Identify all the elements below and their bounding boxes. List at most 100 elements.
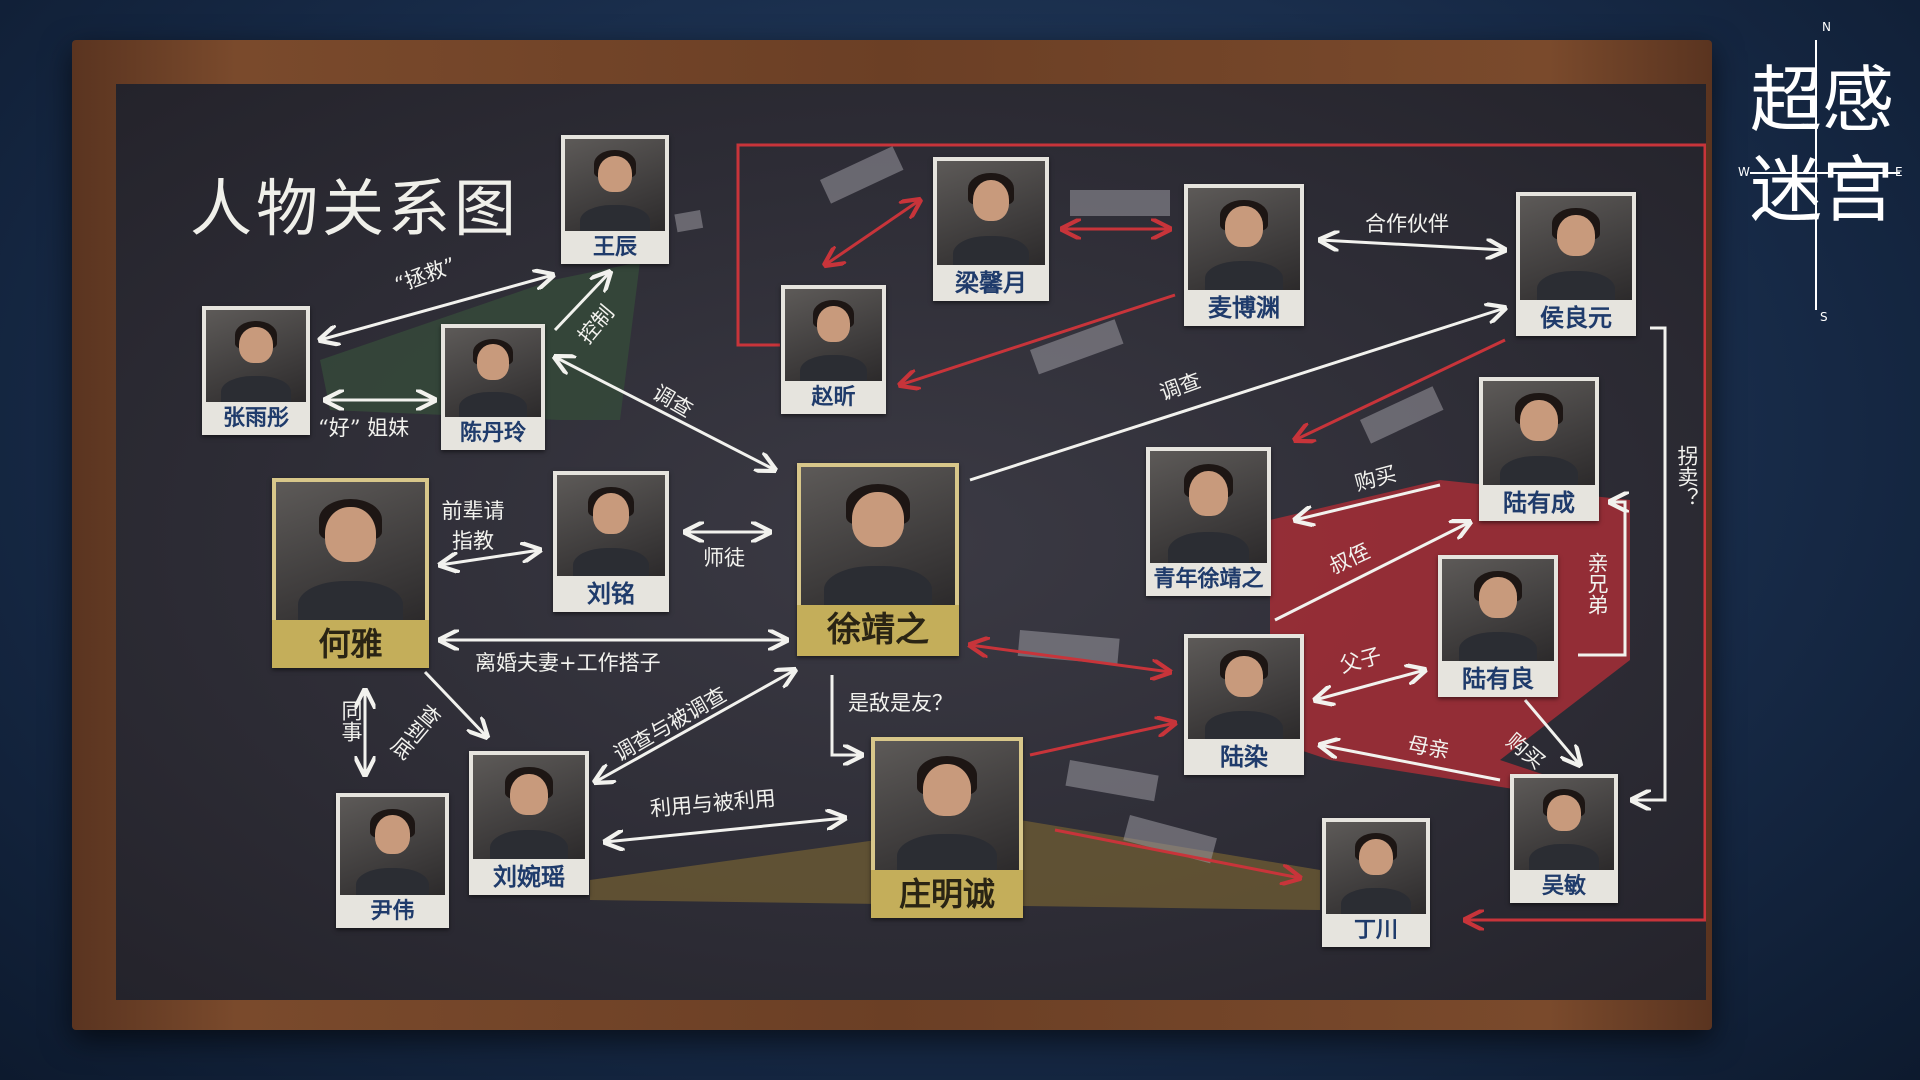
character-card[interactable]: 何雅 [272,478,429,668]
character-card[interactable]: 陆染 [1184,634,1304,775]
character-photo [206,310,306,402]
character-photo [557,475,665,576]
character-name: 张雨彤 [222,405,289,431]
page-title: 人物关系图 [190,172,521,245]
compass-w: W [1738,165,1750,179]
relation-label: “好” 姐妹 [318,416,410,440]
relation-label: 师徒 [703,546,745,570]
compass-line-horizontal [1750,172,1900,174]
relation-arrow [553,272,610,332]
character-card[interactable]: 庄明诚 [871,737,1023,918]
character-photo [937,161,1045,265]
relation-label: 离婚夫妻+工作搭子 [475,651,661,675]
character-card[interactable]: 侯良元 [1516,192,1636,336]
relation-arrow [1578,502,1625,657]
character-card[interactable]: 刘婉瑶 [469,751,589,895]
character-name: 何雅 [272,620,429,668]
compass-n: N [1822,20,1831,34]
relation-label: 同事 [339,700,363,742]
red-relation-line [1295,338,1506,440]
logo-char: 宫 [1822,148,1895,232]
relation-arrow [423,670,487,737]
show-logo: 超 感 迷 宫 N W E S [1738,20,1903,324]
red-relation-line [1054,828,1300,878]
relation-label: 合作伙伴 [1365,212,1449,236]
relation-arrow [555,357,775,470]
character-photo [445,328,541,417]
chalk-smudge [1065,760,1159,802]
relation-arrow [1320,240,1505,250]
relation-arrow [320,275,553,340]
chalk-smudge [820,146,904,204]
character-photo [1514,778,1614,870]
character-card[interactable]: 陈丹玲 [441,324,545,450]
character-name: 青年徐靖之 [1153,566,1264,592]
character-card[interactable]: 刘铭 [553,471,669,612]
character-name: 陈丹玲 [459,420,526,446]
character-card[interactable]: 梁馨月 [933,157,1049,301]
character-name: 王辰 [592,234,637,260]
character-photo [340,797,445,895]
character-name: 陆有良 [1462,664,1534,693]
character-card[interactable]: 徐靖之 [797,463,959,656]
character-card[interactable]: 王辰 [561,135,669,264]
chalk-smudge [1123,815,1217,864]
chalk-smudge [1030,319,1124,375]
character-photo [785,289,882,381]
character-name: 麦博渊 [1208,293,1280,322]
character-name: 侯良元 [1540,303,1612,332]
character-photo [565,139,665,231]
logo-char: 超 [1750,58,1823,142]
character-photo [1326,822,1426,914]
character-photo [875,741,1019,870]
relation-arrow [1295,483,1441,520]
character-name: 徐靖之 [797,605,959,656]
compass-e: E [1895,165,1903,179]
character-card[interactable]: 尹伟 [336,793,449,928]
chalk-smudge [1360,386,1444,444]
red-relation-line [970,645,1170,672]
character-name: 吴敏 [1541,873,1586,899]
character-card[interactable]: 陆有良 [1438,555,1558,697]
character-name: 梁馨月 [955,268,1027,297]
character-photo [473,755,585,859]
character-name: 尹伟 [370,898,415,924]
character-photo [801,467,955,605]
logo-char: 感 [1822,58,1895,142]
relation-arrow [1320,745,1501,782]
relation-arrow [1315,670,1425,700]
chalk-smudge [674,210,704,233]
relation-arrow [1523,699,1580,765]
relation-arrow [440,550,540,565]
chalk-smudge [1070,190,1170,216]
character-name: 陆染 [1220,742,1268,771]
character-name: 刘铭 [587,579,635,608]
character-photo [1483,381,1595,485]
relation-label: 拐卖？ [1675,445,1699,508]
character-photo [276,482,425,620]
character-name: 庄明诚 [871,870,1023,918]
character-card[interactable]: 麦博渊 [1184,184,1304,326]
character-card[interactable]: 赵昕 [781,285,886,414]
red-relation-line [1029,723,1175,757]
character-card[interactable]: 青年徐靖之 [1146,447,1271,596]
character-card[interactable]: 张雨彤 [202,306,310,435]
character-card[interactable]: 丁川 [1322,818,1430,947]
relation-arrow [969,308,1505,482]
relation-arrow [830,675,862,755]
relation-arrow [1274,522,1470,622]
character-photo [1150,451,1267,563]
red-relation-line [736,143,1706,920]
character-name: 赵昕 [811,384,856,410]
character-photo [1188,188,1300,290]
relation-lines [116,143,1706,1000]
character-card[interactable]: 吴敏 [1510,774,1618,903]
relation-arrow [605,818,845,842]
relation-arrow [1632,326,1667,800]
character-photo [1520,196,1632,300]
character-card[interactable]: 陆有成 [1479,377,1599,521]
character-name: 丁川 [1353,917,1398,943]
compass-s: S [1820,310,1828,324]
character-name: 刘婉瑶 [493,862,565,891]
relation-arrow [595,670,795,782]
